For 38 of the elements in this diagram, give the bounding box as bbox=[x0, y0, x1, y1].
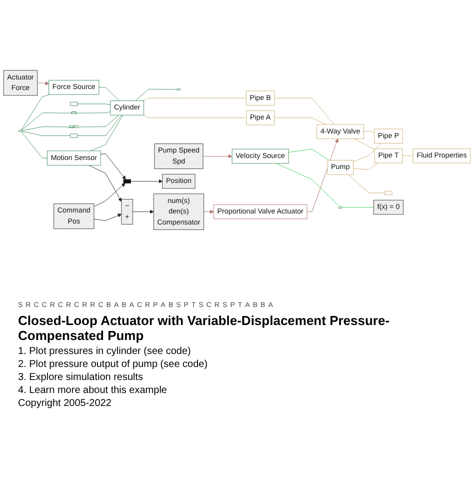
connector bbox=[276, 163, 340, 207]
connector bbox=[77, 104, 111, 106]
connector bbox=[142, 114, 247, 118]
connector bbox=[22, 126, 70, 131]
node-ground bbox=[18, 130, 22, 132]
connector bbox=[364, 130, 375, 133]
connector bbox=[288, 148, 330, 161]
connector bbox=[135, 88, 178, 101]
node-box bbox=[70, 102, 78, 106]
connector bbox=[21, 132, 48, 158]
note-text: 4. Learn more about this example bbox=[18, 384, 168, 397]
connector bbox=[77, 114, 122, 136]
note-text: 1. Plot pressures in cylinder (see code) bbox=[18, 345, 192, 358]
node-ground bbox=[338, 206, 342, 208]
connector bbox=[22, 131, 71, 136]
node-damper bbox=[69, 126, 79, 128]
node-box bbox=[70, 134, 78, 138]
note-text: Copyright 2005-2022 bbox=[18, 397, 112, 410]
connector bbox=[21, 112, 72, 130]
connector bbox=[353, 143, 382, 162]
connector bbox=[274, 118, 326, 125]
connector bbox=[342, 207, 374, 208]
connector bbox=[98, 87, 120, 101]
connector bbox=[90, 114, 124, 152]
connector bbox=[354, 138, 375, 150]
node-box bbox=[384, 190, 392, 195]
note-text: 3. Explore simulation results bbox=[18, 371, 144, 384]
connector bbox=[274, 98, 334, 125]
node-ground bbox=[176, 88, 181, 90]
connector bbox=[142, 98, 246, 101]
connector bbox=[353, 162, 378, 170]
connector bbox=[78, 114, 120, 128]
connector bbox=[348, 174, 386, 194]
connector bbox=[21, 94, 50, 130]
connector bbox=[76, 112, 111, 114]
node-bar bbox=[123, 179, 131, 184]
diagram-title: Closed-Loop Actuator with Variable-Displacement Pressure-Compensated Pump bbox=[18, 313, 391, 343]
note-text: 2. Plot pressure output of pump (see code) bbox=[18, 358, 209, 371]
